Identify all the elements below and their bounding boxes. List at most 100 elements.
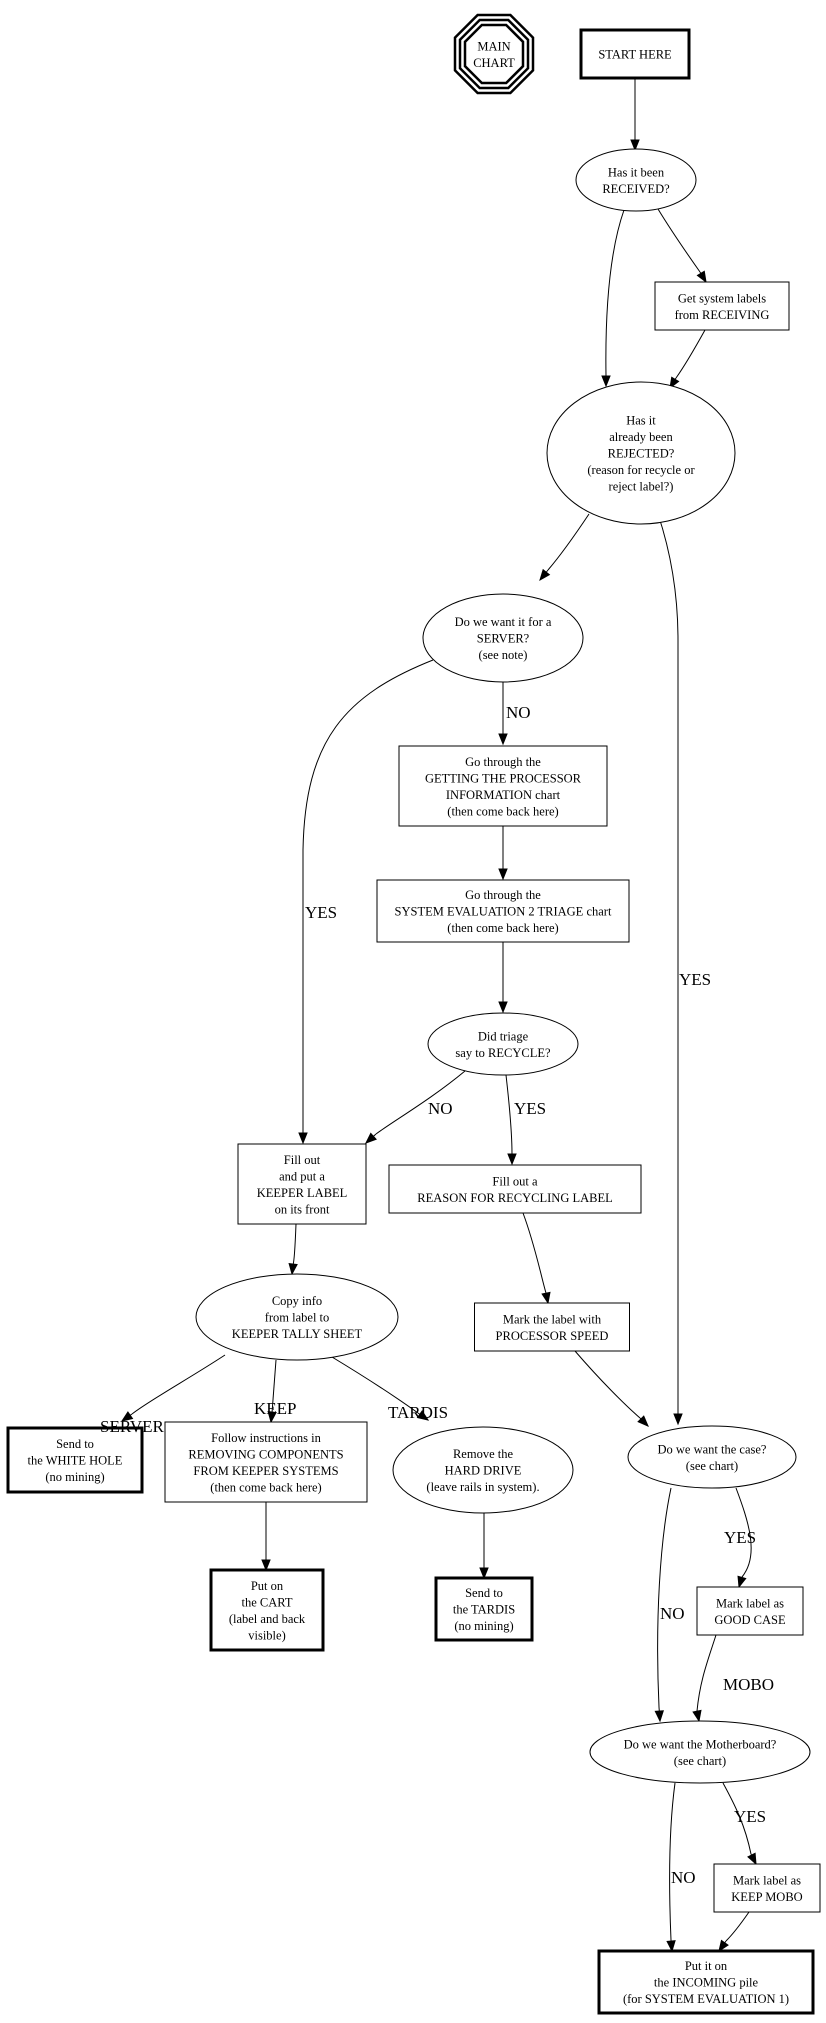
edge-line <box>131 1354 226 1415</box>
edge-want_case-to-good_case <box>735 1487 752 1589</box>
edge-label: MOBO <box>723 1675 774 1694</box>
edge-label: YES <box>724 1528 756 1547</box>
node-text-line: Has it been <box>608 165 665 179</box>
terminal-box <box>6 1426 144 1494</box>
edge-rejected-to-want_case <box>657 513 683 1426</box>
arrowhead-icon <box>696 270 707 284</box>
arrowhead-icon <box>737 1575 747 1589</box>
node-text-line: RECEIVED? <box>602 182 670 196</box>
arrowhead-icon <box>498 733 508 746</box>
edge-removing_components-to-cart <box>261 1502 271 1572</box>
edge-line <box>375 1070 466 1135</box>
node-text-line: on its front <box>275 1202 330 1216</box>
node-text-line: and put a <box>279 1169 325 1183</box>
edge-label: YES <box>679 970 711 989</box>
node-text-line: already been <box>609 430 673 444</box>
arrowhead-icon <box>637 1415 649 1427</box>
node-text-line: Mark the label with <box>503 1312 602 1326</box>
node-text-line: Put it on <box>685 1959 728 1973</box>
decision-ellipse <box>575 148 697 212</box>
edge-line <box>271 1359 277 1414</box>
node-text-line: Mark label as <box>733 1873 801 1887</box>
edge-get_labels-to-rejected <box>669 329 706 390</box>
terminal-box <box>434 1576 534 1642</box>
node-text-line: the CART <box>242 1595 293 1609</box>
edge-label: YES <box>0 0 32 4</box>
edge-line <box>696 1634 717 1712</box>
arrowhead-icon <box>601 375 611 388</box>
node-text-line: SERVER? <box>477 632 530 646</box>
node-text-line: reject label?) <box>609 480 674 494</box>
edge-line <box>522 1212 547 1294</box>
node-text-line: START HERE <box>598 48 672 62</box>
edge-line <box>657 513 679 1410</box>
arrowhead-icon <box>416 1410 430 1421</box>
edge-line <box>722 1782 752 1855</box>
node-start: START HERE <box>579 28 691 80</box>
edge-line <box>657 1487 672 1708</box>
edge-label: YES <box>734 1807 766 1826</box>
edge-triage_recycle-to-keeper_label <box>364 1070 466 1144</box>
node-text-line: Get system labels <box>678 291 766 305</box>
arrowhead-icon <box>654 1710 664 1723</box>
node-text-line: (see chart) <box>686 1459 738 1473</box>
edge-rejected-to-server <box>539 513 590 582</box>
arrowhead-icon <box>288 1263 298 1276</box>
node-text-line: Put on <box>251 1579 284 1593</box>
node-want-mobo: Do we want the Motherboard?(see chart) <box>589 1720 811 1784</box>
edge-start-to-received <box>630 78 640 152</box>
node-text-line: the TARDIS <box>453 1603 515 1617</box>
process-box <box>388 1164 642 1214</box>
edge-label: NO <box>0 0 25 4</box>
edge-want_case-to-want_mobo <box>654 1487 672 1723</box>
edge-label: KEEP <box>254 1399 297 1418</box>
node-text-line: say to RECYCLE? <box>455 1046 551 1060</box>
edge-label: NO <box>671 1868 696 1887</box>
decision-ellipse <box>392 1426 574 1514</box>
node-text-line: (no mining) <box>45 1470 104 1484</box>
terminal-box <box>579 28 691 80</box>
node-text-line: (then come back here) <box>210 1480 321 1494</box>
process-box <box>398 745 608 827</box>
edge-line <box>574 1350 641 1419</box>
node-text-line: Do we want it for a <box>455 615 552 629</box>
node-text-line: from label to <box>265 1311 330 1325</box>
node-text-line: (reason for recycle or <box>587 463 695 477</box>
edge-label: NO <box>428 1099 453 1118</box>
edge-keeper_label-to-copy_info <box>288 1223 298 1276</box>
edge-want_mobo-to-keep_mobo <box>722 1782 757 1866</box>
edge-line <box>505 1074 513 1155</box>
arrowhead-icon <box>507 1153 517 1166</box>
process-box <box>654 281 790 331</box>
node-text-line: the WHITE HOLE <box>28 1454 123 1468</box>
node-text-line: (then come back here) <box>447 804 558 818</box>
node-want-case: Do we want the case?(see chart) <box>627 1425 797 1489</box>
node-text-line: Send to <box>56 1437 94 1451</box>
node-text-line: (leave rails in system). <box>426 1480 539 1494</box>
node-text-line: REASON FOR RECYCLING LABEL <box>417 1191 613 1205</box>
node-text-line: PROCESSOR SPEED <box>496 1329 609 1343</box>
arrowhead-icon <box>747 1852 757 1866</box>
edge-recycling_label-to-processor_speed <box>522 1212 551 1305</box>
node-text-line: KEEP MOBO <box>731 1890 802 1904</box>
edge-line <box>669 1782 676 1941</box>
process-box <box>237 1143 367 1225</box>
process-box <box>713 1863 821 1913</box>
edge-want_mobo-to-incoming <box>666 1782 676 1953</box>
edge-copy_info-to-removing_components <box>267 1359 277 1424</box>
edge-line <box>725 1911 750 1942</box>
edge-processor_speed-to-want_case <box>574 1350 649 1427</box>
